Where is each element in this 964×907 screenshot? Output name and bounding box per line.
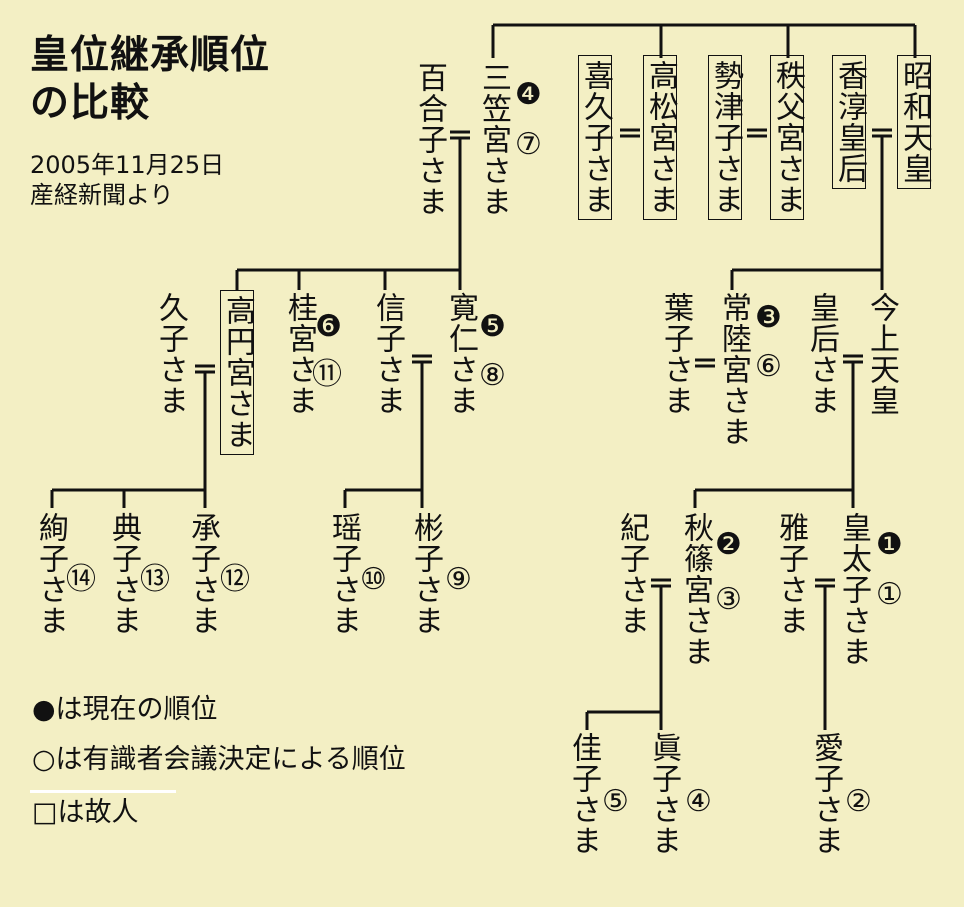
rank-current-akishino: ❷ <box>715 527 742 562</box>
person-nobuko: 信子さま <box>370 292 405 416</box>
person-chichibu: 秩父宮さま <box>770 55 805 220</box>
person-akishino: 秋篠宮さま <box>678 512 713 667</box>
person-yoko: 瑶子さま <box>326 512 361 636</box>
person-hanako: 葉子さま <box>658 292 693 416</box>
person-kako: 佳子さま <box>566 732 601 856</box>
rank-panel-mako: ④ <box>685 784 712 819</box>
title-line-1: 皇位継承順位 <box>30 33 271 78</box>
line-takamado-children <box>50 372 207 508</box>
rank-panel-yoko: ⑩ <box>360 562 387 597</box>
legend-current: ●は現在の順位 <box>32 694 218 725</box>
rank-panel-akiko: ⑨ <box>445 562 472 597</box>
person-hisako: 久子さま <box>153 292 188 416</box>
marriage-kinjo <box>843 354 863 364</box>
source-publisher: 産経新聞より <box>30 181 174 209</box>
person-kinjo: 今上天皇 <box>864 292 899 416</box>
source-note: 2005年11月25日 産経新聞より <box>30 150 224 210</box>
person-akiko: 彬子さま <box>408 512 443 636</box>
line-top-siblings <box>491 23 917 58</box>
person-ayako: 絢子さま <box>33 512 68 636</box>
legend-deceased: □は故人 <box>32 797 139 828</box>
rank-panel-noriko-t: ⑬ <box>140 562 170 597</box>
person-katsura: 桂宮さま <box>282 292 317 416</box>
rank-panel-aiko: ② <box>845 784 872 819</box>
rank-panel-tsuguko: ⑫ <box>220 562 250 597</box>
marriage-mikasa <box>450 130 470 140</box>
line-mikasa-children <box>235 138 462 290</box>
person-kogo: 皇后さま <box>804 292 839 416</box>
legend-panel: ○は有識者会議決定による順位 <box>32 744 406 775</box>
rank-current-tomohito: ❺ <box>479 309 506 344</box>
person-yuriko: 百合子さま <box>412 62 447 217</box>
rank-panel-ayako: ⑭ <box>66 562 96 597</box>
rank-panel-mikasa: ⑦ <box>515 127 542 162</box>
marriage-takamado <box>195 364 215 374</box>
person-kikuko: 喜久子さま <box>578 55 613 220</box>
diagram-title: 皇位継承順位 の比較 <box>30 32 270 128</box>
rank-current-hitachi: ❸ <box>755 300 782 335</box>
marriage-tomohito <box>412 354 432 364</box>
person-noriko-t: 典子さま <box>106 512 141 636</box>
person-takamatsu: 高松宮さま <box>643 55 678 220</box>
rank-panel-katsura: ⑪ <box>312 357 342 392</box>
line-tomohito-children <box>343 362 424 508</box>
marriage-chichibu <box>747 128 767 138</box>
rank-current-kotaishi: ❶ <box>876 527 903 562</box>
line-akishino-children <box>585 586 663 730</box>
person-mako: 眞子さま <box>646 732 681 856</box>
title-line-2: の比較 <box>30 81 151 126</box>
rank-panel-hitachi: ⑥ <box>755 349 782 384</box>
marriage-kotaishi <box>815 578 835 588</box>
rank-current-mikasa: ❹ <box>515 77 542 112</box>
rank-panel-tomohito: ⑧ <box>479 358 506 393</box>
person-aiko: 愛子さま <box>808 732 843 856</box>
person-masako: 雅子さま <box>773 512 808 636</box>
rank-panel-akishino: ③ <box>715 582 742 617</box>
marriage-akishino <box>651 578 671 588</box>
person-kojun: 香淳皇后 <box>832 55 867 189</box>
person-mikasa: 三笠宮さま <box>476 62 511 217</box>
person-tomohito: 寛仁さま <box>443 292 478 416</box>
legend-divider <box>30 790 176 793</box>
rank-panel-kako: ⑤ <box>602 784 629 819</box>
person-hitachi: 常陸宮さま <box>716 292 751 447</box>
person-showa: 昭和天皇 <box>897 55 932 189</box>
person-tsuguko: 承子さま <box>185 512 220 636</box>
person-takamado: 高円宮さま <box>220 290 255 455</box>
rank-current-katsura: ❻ <box>315 309 342 344</box>
marriage-takamatsu <box>620 128 640 138</box>
rank-panel-kotaishi: ① <box>876 577 903 612</box>
line-showa-children <box>730 136 884 290</box>
line-kinjo-children <box>693 362 855 508</box>
person-kotaishi: 皇太子さま <box>836 512 871 667</box>
marriage-hitachi <box>695 358 715 368</box>
person-kiko: 紀子さま <box>614 512 649 636</box>
source-date: 2005年11月25日 <box>30 151 225 179</box>
person-seiko: 勢津子さま <box>708 55 743 220</box>
marriage-showa <box>872 128 892 138</box>
